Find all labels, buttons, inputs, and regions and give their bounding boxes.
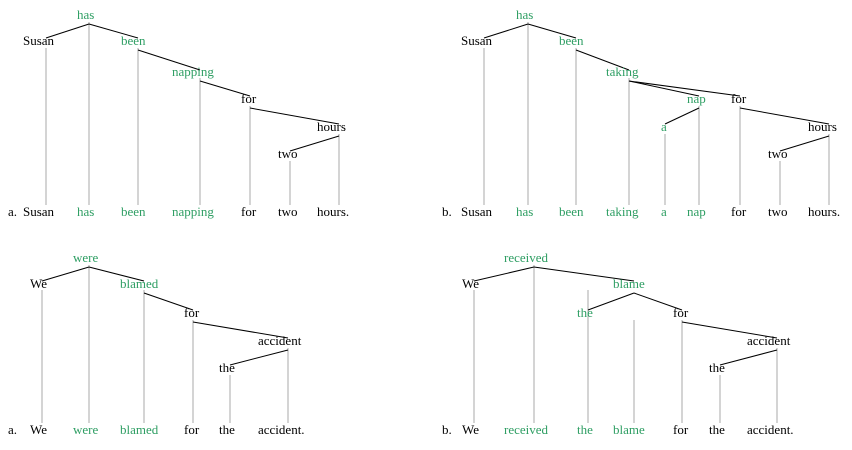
tree-item-label: a.: [8, 204, 17, 219]
sentence-word[interactable]: received: [504, 422, 549, 437]
dependency-branch: [664, 107, 700, 125]
sentence-word[interactable]: for: [184, 422, 200, 437]
tree-node[interactable]: Susan: [23, 33, 55, 48]
tree-node[interactable]: been: [121, 33, 146, 48]
tree-node[interactable]: has: [77, 7, 94, 22]
dependency-branch: [88, 266, 145, 282]
sentence-word[interactable]: been: [121, 204, 146, 219]
dependency-branch: [587, 292, 635, 311]
dependency-branch: [229, 349, 289, 366]
tree-node[interactable]: the: [709, 360, 725, 375]
tree-node[interactable]: accident: [258, 333, 302, 348]
tree-node[interactable]: hours: [808, 119, 837, 134]
dependency-branch: [628, 80, 700, 97]
dependency-branch: [575, 49, 630, 71]
tree-node[interactable]: napping: [172, 64, 214, 79]
sentence-word[interactable]: the: [709, 422, 725, 437]
tree-node[interactable]: for: [241, 91, 257, 106]
sentence-word[interactable]: been: [559, 204, 584, 219]
dependency-branch: [45, 23, 90, 39]
tree-node[interactable]: taking: [606, 64, 639, 79]
sentence-word[interactable]: has: [77, 204, 94, 219]
tree-node[interactable]: two: [768, 146, 788, 161]
sentence-word[interactable]: two: [278, 204, 298, 219]
sentence-word[interactable]: blamed: [120, 422, 159, 437]
dependency-branch: [199, 80, 251, 97]
dependency-branch: [739, 107, 830, 125]
sentence-word[interactable]: a: [661, 204, 667, 219]
sentence-word[interactable]: the: [577, 422, 593, 437]
tree-node[interactable]: the: [219, 360, 235, 375]
dependency-branch: [719, 349, 778, 366]
dependency-branch: [527, 23, 577, 39]
sentence-word[interactable]: accident.: [747, 422, 794, 437]
sentence-word[interactable]: blame: [613, 422, 645, 437]
dependency-branch: [533, 266, 635, 282]
sentence-word[interactable]: Susan: [461, 204, 493, 219]
tree-node[interactable]: We: [462, 276, 479, 291]
dependency-branch: [779, 135, 830, 152]
dependency-branch: [192, 321, 289, 339]
sentence-word[interactable]: has: [516, 204, 533, 219]
tree-node[interactable]: We: [30, 276, 47, 291]
sentence-word[interactable]: two: [768, 204, 788, 219]
sentence-word[interactable]: for: [241, 204, 257, 219]
tree-node[interactable]: blamed: [120, 276, 159, 291]
dependency-branch: [88, 23, 139, 39]
tree-item-label: b.: [442, 422, 452, 437]
tree-node[interactable]: for: [184, 305, 200, 320]
tree-node[interactable]: were: [73, 250, 98, 265]
sentence-word[interactable]: nap: [687, 204, 706, 219]
sentence-word[interactable]: We: [462, 422, 479, 437]
sentence-word[interactable]: the: [219, 422, 235, 437]
dependency-branch: [41, 266, 90, 282]
dependency-branch: [289, 135, 340, 152]
tree-node[interactable]: a: [661, 119, 667, 134]
tree-node[interactable]: for: [673, 305, 689, 320]
sentence-word[interactable]: hours.: [808, 204, 840, 219]
tree-node[interactable]: the: [577, 305, 593, 320]
dependency-branch: [633, 292, 683, 311]
sentence-word[interactable]: for: [673, 422, 689, 437]
tree-item-label: a.: [8, 422, 17, 437]
dependency-branch: [473, 266, 535, 282]
dependency-branch: [143, 292, 194, 311]
tree-node[interactable]: hours: [317, 119, 346, 134]
sentence-word[interactable]: for: [731, 204, 747, 219]
tree-node[interactable]: has: [516, 7, 533, 22]
tree-node[interactable]: received: [504, 250, 549, 265]
tree-node[interactable]: for: [731, 91, 747, 106]
sentence-word[interactable]: Susan: [23, 204, 55, 219]
tree-node[interactable]: two: [278, 146, 298, 161]
sentence-word[interactable]: accident.: [258, 422, 305, 437]
tree-node[interactable]: blame: [613, 276, 645, 291]
dependency-branch: [681, 321, 778, 339]
dependency-branch: [249, 107, 340, 125]
sentence-word[interactable]: were: [73, 422, 98, 437]
tree-node[interactable]: Susan: [461, 33, 493, 48]
tree-node[interactable]: nap: [687, 91, 706, 106]
tree-node[interactable]: accident: [747, 333, 791, 348]
dependency-branch: [483, 23, 529, 39]
sentence-word[interactable]: We: [30, 422, 47, 437]
tree-node[interactable]: been: [559, 33, 584, 48]
dependency-branch: [628, 80, 741, 97]
sentence-word[interactable]: taking: [606, 204, 639, 219]
tree-item-label: b.: [442, 204, 452, 219]
sentence-word[interactable]: hours.: [317, 204, 349, 219]
dependency-branch: [137, 49, 201, 71]
sentence-word[interactable]: napping: [172, 204, 214, 219]
